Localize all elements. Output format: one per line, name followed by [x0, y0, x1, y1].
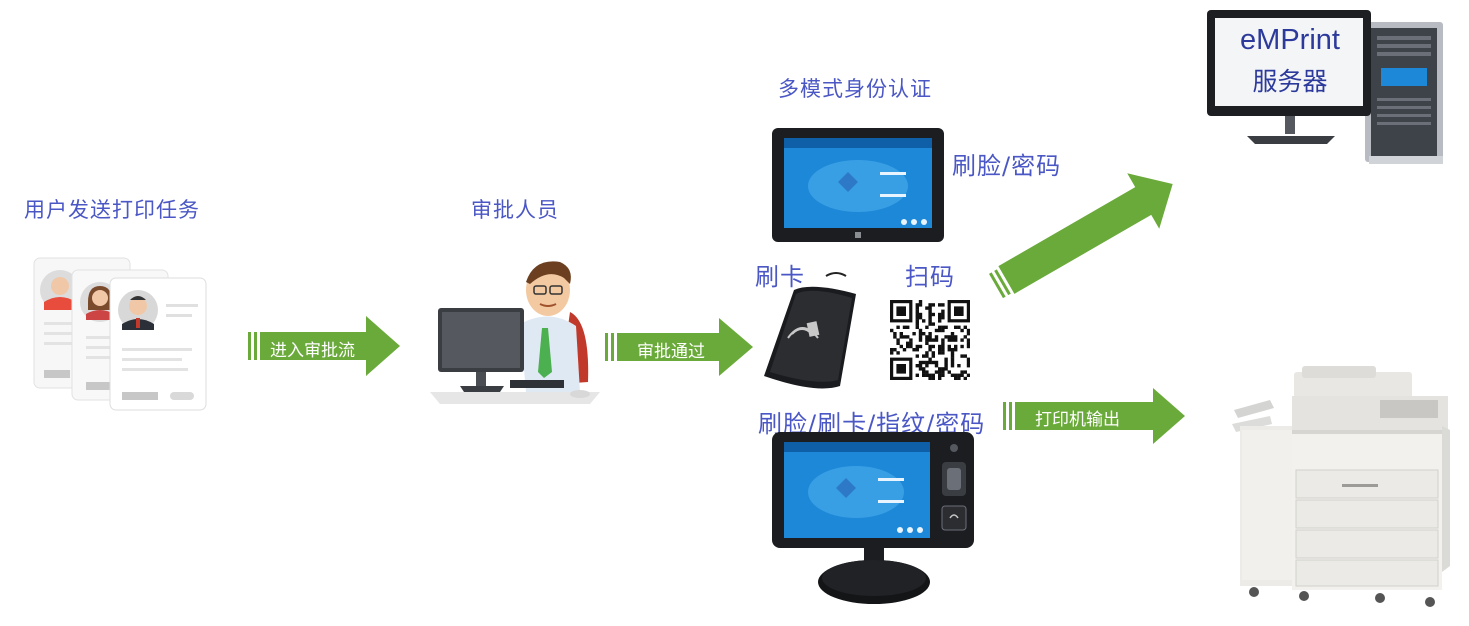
arrow-print-out-text: 打印机输出	[1035, 410, 1120, 430]
qr-code	[890, 300, 970, 380]
approver-illustration	[430, 252, 610, 412]
fingerprint-terminal	[772, 432, 976, 612]
server-monitor-icon	[1207, 10, 1443, 164]
arrow-approved: 审批通过	[605, 318, 753, 376]
arrow-print-out: 打印机输出	[1003, 388, 1185, 444]
auth-scan-label: 扫码	[905, 263, 955, 291]
server-name: eMPrint	[1240, 24, 1340, 56]
tablet-terminal	[772, 128, 944, 242]
server-subtitle: 服务器	[1252, 67, 1328, 96]
auth-face-password-label: 刷脸/密码	[952, 152, 1062, 180]
step-approver-label: 审批人员	[471, 198, 559, 222]
qr-code-icon	[890, 300, 970, 380]
step-user-send-label: 用户发送打印任务	[24, 198, 200, 222]
arrow-approved-text: 审批通过	[637, 342, 705, 362]
arrow-enter-flow: 进入审批流	[248, 316, 400, 376]
step-multi-auth-label: 多模式身份认证	[778, 77, 932, 101]
arrow-upload: 打印记录上传服务器	[978, 144, 1200, 298]
server-illustration: eMPrint 服务器	[1205, 8, 1445, 168]
arrow-enter-flow-text: 进入审批流	[270, 341, 355, 361]
card-reader	[756, 268, 868, 394]
auth-card-label: 刷卡	[755, 263, 805, 291]
user-cards-illustration	[30, 252, 210, 412]
printer-illustration	[1230, 366, 1454, 614]
